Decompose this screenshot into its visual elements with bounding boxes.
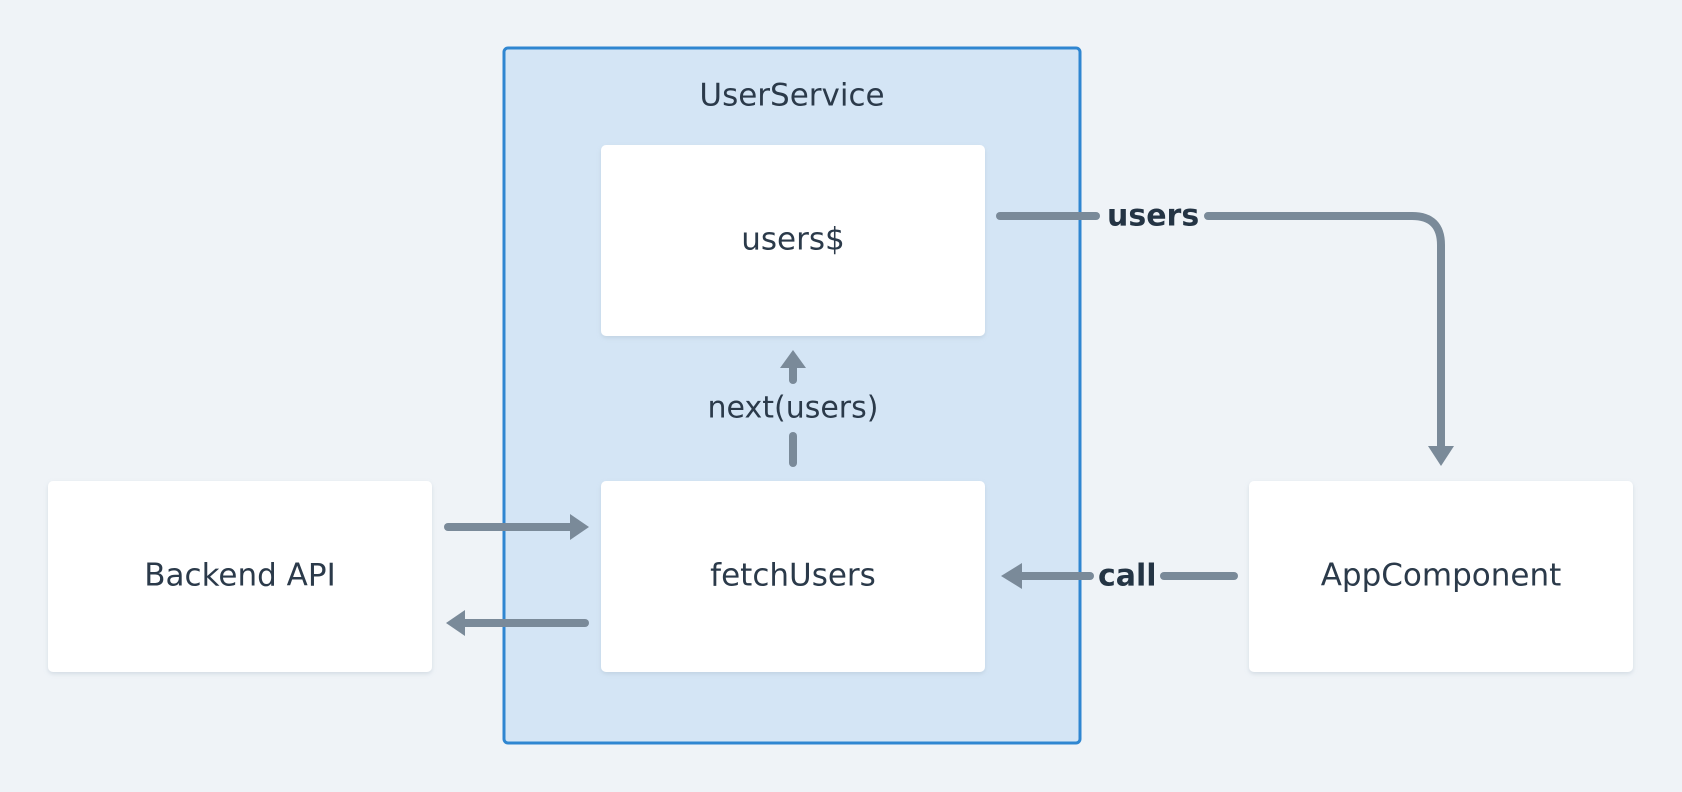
call-edge-label: call — [1098, 559, 1157, 594]
app-component-node[interactable]: AppComponent — [1249, 481, 1633, 672]
arrowhead-up-icon — [780, 350, 806, 368]
fetch-users-label: fetchUsers — [710, 558, 876, 594]
backend-api-node[interactable]: Backend API — [48, 481, 432, 672]
users-subject-label: users$ — [741, 222, 845, 258]
edge-next-users: next(users) — [708, 350, 879, 467]
edge-users-to-app: users — [996, 199, 1454, 466]
edge-backend-to-fetch — [444, 514, 589, 540]
edge-fetch-to-backend — [446, 610, 589, 636]
arrowhead-left-icon — [446, 610, 465, 636]
users-subject-node[interactable]: users$ — [601, 145, 985, 336]
arrowhead-right-icon — [570, 514, 589, 540]
edge-call-to-fetch: call — [1001, 559, 1238, 594]
fetch-users-node[interactable]: fetchUsers — [601, 481, 985, 672]
userservice-title: UserService — [699, 78, 884, 114]
next-users-label: next(users) — [708, 391, 879, 426]
app-component-label: AppComponent — [1321, 558, 1562, 594]
arrowhead-left-icon — [1001, 563, 1022, 589]
users-edge-label: users — [1107, 199, 1199, 234]
arrowhead-down-icon — [1428, 446, 1454, 466]
backend-api-label: Backend API — [144, 558, 335, 594]
